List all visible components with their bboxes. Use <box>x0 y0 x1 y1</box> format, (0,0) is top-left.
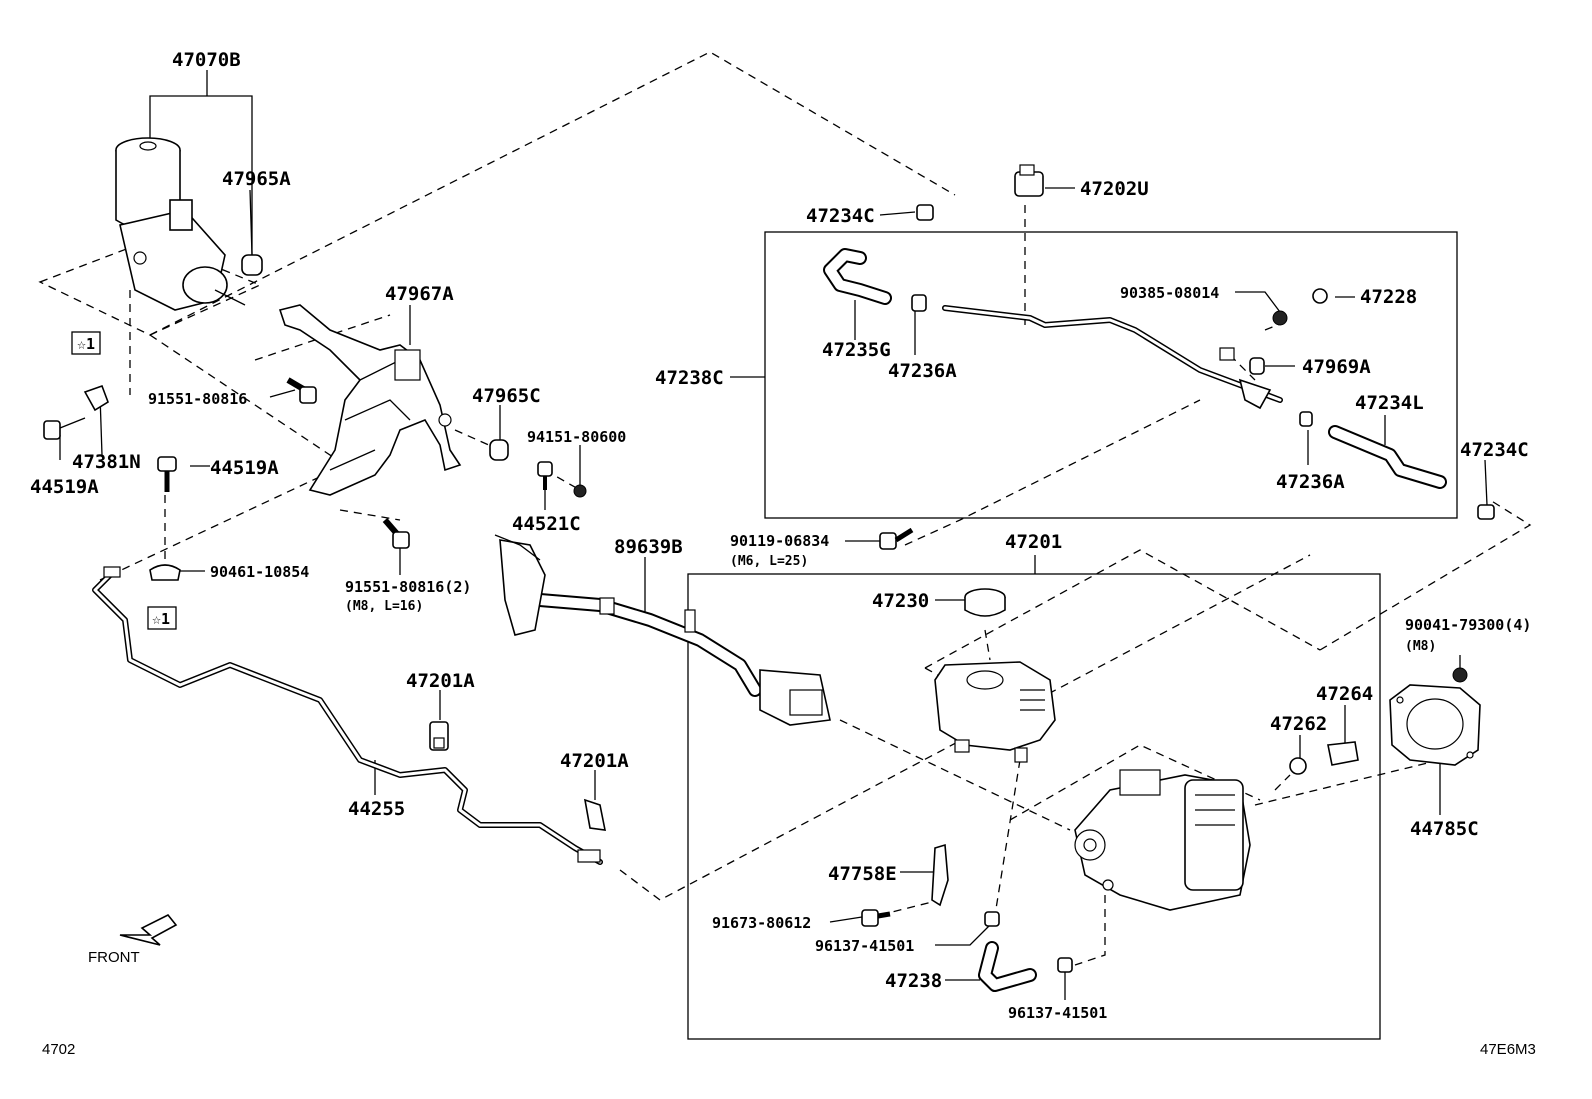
star1-box-bottom <box>147 606 177 630</box>
part-91551-80816-2-bolt[interactable] <box>382 518 410 549</box>
part-47070B-actuator[interactable] <box>115 137 246 311</box>
label-47238C[interactable]: 47238C <box>655 367 724 389</box>
star1-label-top: ☆1 <box>77 335 95 353</box>
label-91551-80816-2[interactable]: 91551-80816(2) <box>345 578 471 596</box>
part-47202U-sensor[interactable] <box>1014 164 1044 197</box>
leader-lines <box>59 70 1488 1000</box>
note-91551-80816-2: (M8, L=16) <box>345 599 423 614</box>
part-47201-master-cylinder[interactable] <box>1074 769 1251 911</box>
note-90119-06834: (M6, L=25) <box>730 554 808 569</box>
part-90119-06834-bolt[interactable] <box>879 527 914 550</box>
part-91551-80816-bolt[interactable] <box>286 377 317 404</box>
part-47201-reservoir-tank[interactable] <box>934 661 1056 763</box>
label-44785C[interactable]: 44785C <box>1410 818 1479 840</box>
label-47202U[interactable]: 47202U <box>1080 178 1149 200</box>
part-47381N-bracket[interactable] <box>83 384 109 412</box>
module-47238C-box <box>764 231 1458 519</box>
label-47234C-right[interactable]: 47234C <box>1460 439 1529 461</box>
part-47230-reservoir-cap[interactable] <box>964 588 1006 617</box>
part-47758E-bracket[interactable] <box>931 843 949 907</box>
label-47264[interactable]: 47264 <box>1316 683 1373 705</box>
part-91673-80612-bolt[interactable] <box>861 909 891 927</box>
label-47201[interactable]: 47201 <box>1005 531 1062 553</box>
label-47758E[interactable]: 47758E <box>828 863 897 885</box>
front-label: FRONT <box>88 949 140 966</box>
label-47236A-right[interactable]: 47236A <box>1276 471 1345 493</box>
part-47201A-clip-upper[interactable] <box>429 721 449 751</box>
part-44519A-bolt-right[interactable] <box>157 456 177 492</box>
label-47070B[interactable]: 47070B <box>172 49 241 71</box>
part-47238-hose[interactable] <box>978 941 1037 992</box>
star1-box-top <box>71 331 101 355</box>
label-47262[interactable]: 47262 <box>1270 713 1327 735</box>
part-47264-bracket[interactable] <box>1327 741 1359 766</box>
part-47967A-bracket[interactable] <box>278 304 462 496</box>
assembly-outlines <box>38 51 1532 966</box>
label-91551-80816[interactable]: 91551-80816 <box>148 390 247 408</box>
part-96137-41501-clip-b[interactable] <box>1057 957 1073 973</box>
label-90461-10854[interactable]: 90461-10854 <box>210 563 309 581</box>
label-90041-79300[interactable]: 90041-79300(4) <box>1405 616 1531 634</box>
label-44255[interactable]: 44255 <box>348 798 405 820</box>
part-44521C-bolt[interactable] <box>537 461 553 490</box>
label-47201A-lower[interactable]: 47201A <box>560 750 629 772</box>
label-47235G[interactable]: 47235G <box>822 339 891 361</box>
footer-left-code: 4702 <box>42 1041 75 1058</box>
footer-right-code: 47E6M3 <box>1480 1041 1536 1058</box>
part-47201A-clip-lower[interactable] <box>583 798 607 831</box>
part-47228-nut[interactable] <box>1312 288 1328 304</box>
part-44785C-gasket[interactable] <box>1389 684 1481 766</box>
module-47201-box <box>687 573 1381 1040</box>
part-47234C-clip-right[interactable] <box>1477 504 1495 520</box>
label-47228[interactable]: 47228 <box>1360 286 1417 308</box>
label-96137-41501-b[interactable]: 96137-41501 <box>1008 1004 1107 1022</box>
part-90041-79300-nut[interactable] <box>1452 667 1468 683</box>
label-47201A-upper[interactable]: 47201A <box>406 670 475 692</box>
label-90119-06834[interactable]: 90119-06834 <box>730 532 829 550</box>
star1-label-bottom: ☆1 <box>152 610 170 628</box>
part-89639B-wire-harness[interactable] <box>494 534 831 726</box>
label-47230[interactable]: 47230 <box>872 590 929 612</box>
part-90385-08014-nut[interactable] <box>1272 310 1288 326</box>
part-44519A-bolt-left[interactable] <box>43 417 86 440</box>
label-96137-41501-a[interactable]: 96137-41501 <box>815 937 914 955</box>
label-47236A-left[interactable]: 47236A <box>888 360 957 382</box>
part-96137-41501-clip-a[interactable] <box>984 911 1000 927</box>
part-47234C-clip-top[interactable] <box>916 204 934 221</box>
label-47965C[interactable]: 47965C <box>472 385 541 407</box>
part-47965A-bushing[interactable] <box>241 254 263 276</box>
label-89639B[interactable]: 89639B <box>614 536 683 558</box>
label-47234L[interactable]: 47234L <box>1355 392 1424 414</box>
label-44519A-right[interactable]: 44519A <box>210 457 279 479</box>
label-47965A[interactable]: 47965A <box>222 168 291 190</box>
note-90041-79300: (M8) <box>1405 639 1436 654</box>
part-labels: 47070B 47965A ☆1 47381N 44519A 44519A 91… <box>30 49 1536 1058</box>
label-47238[interactable]: 47238 <box>885 970 942 992</box>
label-90385-08014[interactable]: 90385-08014 <box>1120 284 1219 302</box>
label-94151-80600[interactable]: 94151-80600 <box>527 428 626 446</box>
part-90461-10854-clamp[interactable] <box>149 564 181 581</box>
front-arrow-icon <box>119 913 178 946</box>
label-91673-80612[interactable]: 91673-80612 <box>712 914 811 932</box>
label-47234C-top[interactable]: 47234C <box>806 205 875 227</box>
part-94151-80600-nut[interactable] <box>573 484 587 498</box>
label-47381N[interactable]: 47381N <box>72 451 141 473</box>
part-47238C-hose-assembly[interactable] <box>823 248 1447 489</box>
label-47969A[interactable]: 47969A <box>1302 356 1371 378</box>
label-44519A-left[interactable]: 44519A <box>30 476 99 498</box>
part-47969A-grommet[interactable] <box>1249 357 1265 375</box>
label-47967A[interactable]: 47967A <box>385 283 454 305</box>
part-44255-brake-tube[interactable] <box>92 566 603 865</box>
label-44521C[interactable]: 44521C <box>512 513 581 535</box>
part-47965C-bushing[interactable] <box>489 439 509 461</box>
part-47262-nut[interactable] <box>1289 757 1307 775</box>
